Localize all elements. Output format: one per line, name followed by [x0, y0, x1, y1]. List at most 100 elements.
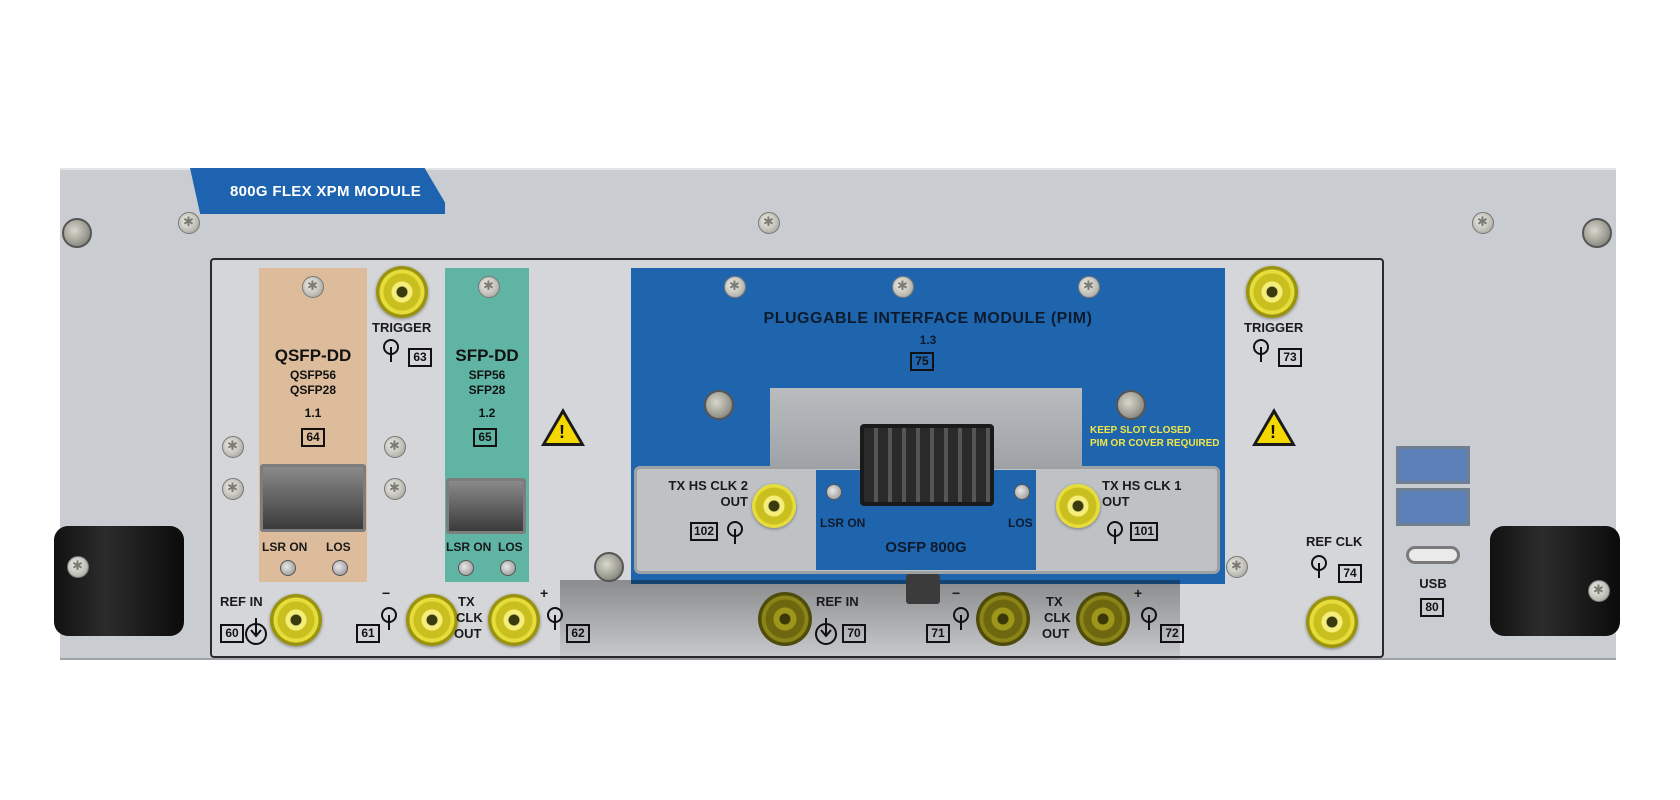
ref-clk-connector[interactable]: [1306, 596, 1358, 648]
sfp-slot: 1.2: [478, 406, 496, 420]
hs-clk1-line1: TX HS CLK 1: [1102, 478, 1182, 493]
probe-icon: [1106, 520, 1124, 544]
screw-icon: [594, 552, 624, 582]
warning-mark: !: [1270, 422, 1276, 442]
hs-clk1-number: 101: [1130, 522, 1159, 541]
qsfp-dd-card: [259, 268, 367, 582]
probe-icon: [1310, 554, 1328, 578]
tx-clk-minus-number-mid: 71: [926, 624, 950, 643]
module-tag: 800G FLEX XPM MODULE: [190, 168, 445, 214]
screw-icon: [1078, 276, 1100, 298]
hs-clk2-line2: OUT: [720, 494, 748, 509]
tx-clk-line1-left: TX: [458, 594, 475, 609]
tx-clk-plus-left: +: [540, 585, 549, 601]
trigger-number-right: 73: [1278, 348, 1302, 367]
tx-clk-minus-left: −: [382, 585, 391, 601]
qsfp-los-led-icon: [332, 560, 348, 576]
tx-clk-line2-left: CLK: [456, 610, 483, 625]
ref-clk-label: REF CLK: [1306, 534, 1363, 549]
screw-icon: [724, 276, 746, 298]
ref-clk-number: 74: [1338, 564, 1362, 583]
tx-clk-line3-mid: OUT: [1042, 626, 1070, 641]
qsfp-led-label-los: LOS: [326, 540, 351, 554]
handle-screw-icon: [1588, 580, 1610, 602]
usb-a-port-top[interactable]: [1396, 446, 1470, 484]
left-handle[interactable]: [54, 526, 184, 636]
warning-icon-fill: [1257, 414, 1291, 443]
module-tag-text: 800G FLEX XPM MODULE: [230, 182, 422, 200]
trigger-connector-left[interactable]: [376, 266, 428, 318]
screw-icon: [704, 390, 734, 420]
qsfp-lsr-led-icon: [280, 560, 296, 576]
osfp-led-label-lsr: LSR ON: [820, 516, 866, 530]
sfp-port-number: 65: [473, 428, 497, 447]
tx-clk-plus-number-left: 62: [566, 624, 590, 643]
screw-icon: [384, 478, 406, 500]
trigger-connector-right[interactable]: [1246, 266, 1298, 318]
ref-in-label-left: REF IN: [220, 594, 263, 609]
tx-clk-minus-connector-left[interactable]: [406, 594, 458, 646]
screw-icon: [1116, 390, 1146, 420]
ref-in-arrow-icon: [814, 616, 838, 651]
trigger-label-left: TRIGGER: [372, 320, 432, 335]
hs-clk1-connector[interactable]: [1056, 484, 1100, 528]
osfp-led-label-los: LOS: [1008, 516, 1033, 530]
probe-icon: [380, 606, 398, 630]
usb-c-port[interactable]: [1406, 546, 1460, 564]
pim-title: PLUGGABLE INTERFACE MODULE (PIM): [763, 310, 1093, 327]
ref-in-connector-mid[interactable]: [758, 592, 812, 646]
qsfp-led-label-lsr: LSR ON: [262, 540, 308, 554]
screw-icon: [302, 276, 324, 298]
tx-clk-minus-connector-mid[interactable]: [976, 592, 1030, 646]
screw-icon: [1472, 212, 1494, 234]
tx-clk-plus-mid: +: [1134, 585, 1143, 601]
tx-clk-line1-mid: TX: [1046, 594, 1063, 609]
sfp-led-label-los: LOS: [498, 540, 523, 554]
hs-clk2-line1: TX HS CLK 2: [668, 478, 748, 493]
screw-icon: [892, 276, 914, 298]
screw-icon: [478, 276, 500, 298]
probe-icon: [1140, 606, 1158, 630]
sfp-los-led-icon: [500, 560, 516, 576]
sfp-dd-card: [445, 268, 529, 582]
sfp-lsr-led-icon: [458, 560, 474, 576]
probe-icon: [382, 338, 400, 362]
handle-screw-icon: [67, 556, 89, 578]
screw-icon: [758, 212, 780, 234]
usb-number: 80: [1420, 598, 1444, 617]
probe-icon: [1252, 338, 1270, 362]
osfp-label: OSFP 800G: [885, 539, 967, 556]
pim-latch[interactable]: [906, 574, 940, 604]
hs-clk2-connector[interactable]: [752, 484, 796, 528]
usb-a-port-bottom[interactable]: [1396, 488, 1470, 526]
screw-icon: [178, 212, 200, 234]
tx-clk-plus-number-mid: 72: [1160, 624, 1184, 643]
screw-icon: [1226, 556, 1248, 578]
ref-in-arrow-icon: [244, 616, 268, 651]
screw-icon: [222, 436, 244, 458]
tx-clk-plus-connector-left[interactable]: [488, 594, 540, 646]
trigger-label-right: TRIGGER: [1244, 320, 1304, 335]
qsfp-title: QSFP-DD: [274, 346, 352, 365]
warning-mark: !: [559, 422, 565, 442]
sfp-sub2: SFP28: [468, 383, 506, 397]
probe-icon: [726, 520, 744, 544]
ref-in-number-left: 60: [220, 624, 244, 643]
qsfp-dd-port[interactable]: [260, 464, 366, 532]
tx-clk-line2-mid: CLK: [1044, 610, 1071, 625]
ref-in-label-mid: REF IN: [816, 594, 859, 609]
warning-icon-fill: [546, 414, 580, 443]
sfp-dd-port[interactable]: [446, 478, 526, 534]
ref-in-connector-left[interactable]: [270, 594, 322, 646]
corner-screw-icon: [1582, 218, 1612, 248]
tx-clk-line3-left: OUT: [454, 626, 482, 641]
probe-icon: [952, 606, 970, 630]
keep-slot-text: KEEP SLOT CLOSED: [1090, 425, 1191, 436]
sfp-sub1: SFP56: [468, 368, 506, 382]
pim-cover-text: PIM OR COVER REQUIRED: [1090, 438, 1220, 449]
qsfp-port-number: 64: [301, 428, 325, 447]
tx-clk-plus-connector-mid[interactable]: [1076, 592, 1130, 646]
osfp-800g-port[interactable]: [860, 424, 994, 506]
qsfp-sub1: QSFP56: [289, 368, 337, 382]
hs-clk2-number: 102: [690, 522, 719, 541]
